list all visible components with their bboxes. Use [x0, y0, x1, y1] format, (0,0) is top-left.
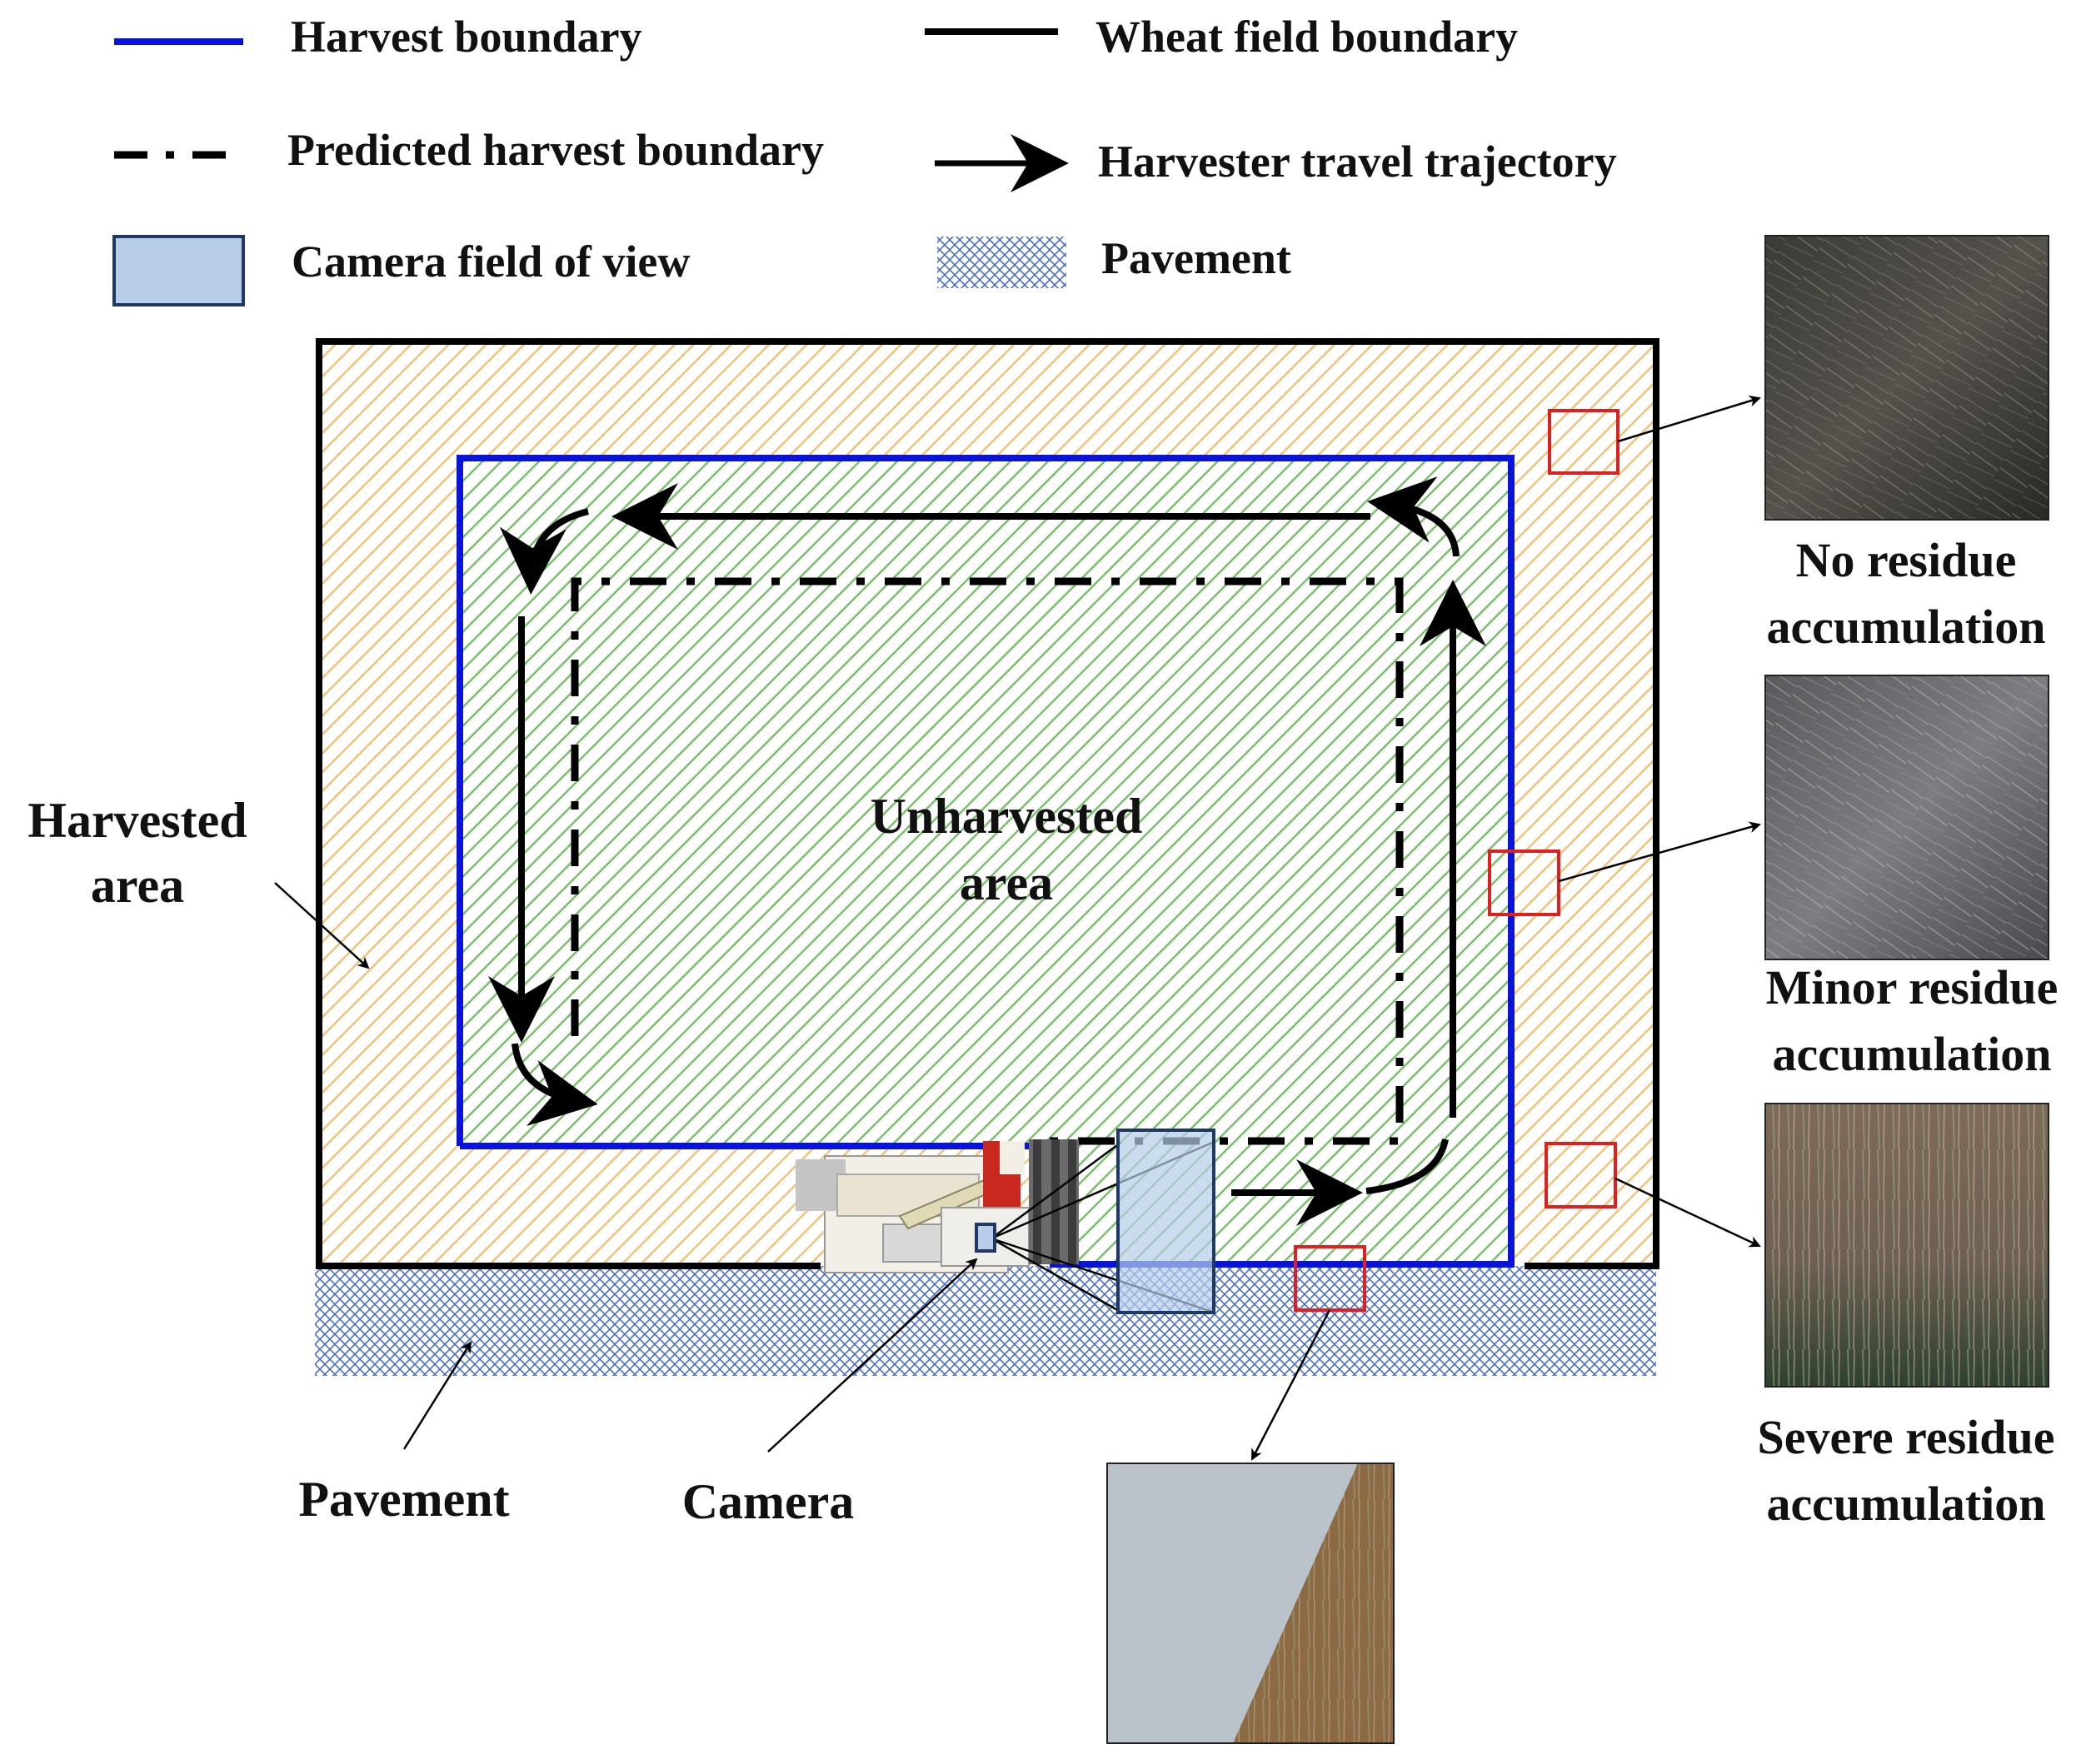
camera-fov-rect	[1116, 1129, 1215, 1314]
sample-box-no-residue	[1548, 409, 1619, 475]
pavement-area	[315, 1266, 1656, 1376]
pointer-no-residue	[1617, 395, 1761, 443]
legend-camera-fov-label: Camera field of view	[292, 237, 690, 287]
camera-field-of-view	[991, 1129, 1215, 1314]
harvested-area-label: Harvested	[27, 793, 247, 848]
trajectory-bottom-right-turn	[1365, 1139, 1449, 1194]
unharvested-area-label-line2: area	[960, 855, 1053, 910]
trajectory-bottom-left-turn	[512, 1043, 598, 1126]
pavement-label: Pavement	[298, 1472, 509, 1527]
camera-icon	[975, 1223, 996, 1253]
trajectory-top-left-turn	[499, 508, 589, 595]
camera-label: Camera	[682, 1474, 855, 1529]
sample-box-severe-residue	[1545, 1142, 1617, 1208]
pointer-pavement-boundary	[1250, 1309, 1331, 1461]
no-residue-caption: No residue	[1796, 533, 2017, 587]
unharvested-area	[460, 458, 1511, 1264]
photo-no-residue	[1764, 235, 2049, 521]
wheat-field	[315, 338, 1659, 1376]
severe-residue-caption-line2: accumulation	[1766, 1477, 2045, 1531]
legend-predicted-boundary-label: Predicted harvest boundary	[287, 125, 824, 175]
photo-pavement-boundary	[1106, 1463, 1395, 1744]
pavement-pointer	[402, 1341, 472, 1450]
camera-pointer	[767, 1258, 978, 1453]
legend-wheat-field-boundary-label: Wheat field boundary	[1095, 12, 1518, 62]
harvester-trajectory	[488, 476, 1486, 1226]
unharvested-area-label: Unharvested	[871, 789, 1143, 844]
minor-residue-caption-line2: accumulation	[1772, 1027, 2051, 1081]
legend: Harvest boundary Wheat field boundary Pr…	[112, 12, 1617, 306]
minor-residue-caption: Minor residue	[1766, 960, 2059, 1014]
severe-residue-caption: Severe residue	[1757, 1410, 2054, 1464]
combine-harvester-icon	[796, 1139, 1079, 1273]
legend-pavement-label: Pavement	[1101, 233, 1291, 283]
sample-box-minor-residue	[1488, 850, 1560, 916]
harvested-area-pointer	[274, 882, 370, 969]
harvest-boundary	[457, 455, 1515, 1268]
photo-minor-residue	[1764, 675, 2049, 960]
no-residue-caption-line2: accumulation	[1766, 600, 2045, 654]
pointer-severe-residue	[1614, 1177, 1761, 1248]
harvested-area-label-line2: area	[91, 858, 184, 913]
photo-severe-residue	[1764, 1103, 2049, 1388]
legend-harvest-boundary-label: Harvest boundary	[291, 12, 642, 62]
trajectory-top-right-turn	[1367, 476, 1460, 557]
pointer-minor-residue	[1558, 821, 1761, 883]
predicted-harvest-boundary	[571, 577, 1404, 1145]
legend-camera-fov-swatch	[112, 235, 245, 306]
legend-trajectory-label: Harvester travel trajectory	[1098, 137, 1617, 187]
sample-box-boundary	[1294, 1245, 1366, 1312]
legend-pavement-swatch	[937, 237, 1066, 288]
wheat-field-boundary	[316, 338, 1659, 1269]
